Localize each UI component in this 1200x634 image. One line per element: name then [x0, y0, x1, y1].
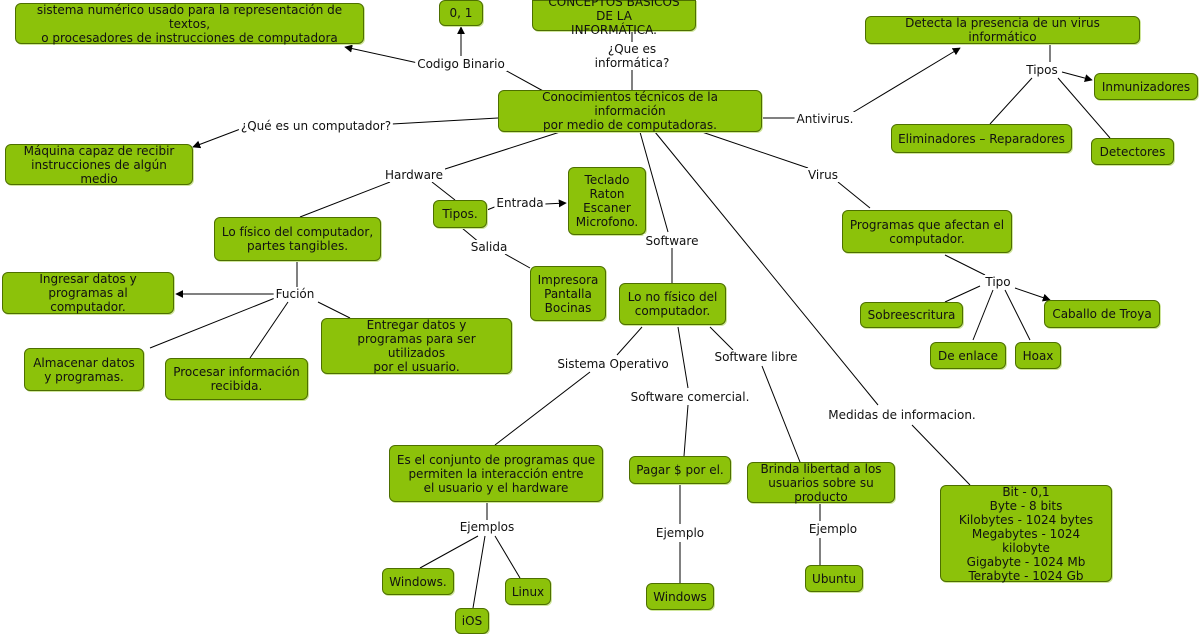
antivirus-immunizers-node: Inmunizadores [1094, 73, 1198, 100]
example-linux-node: Linux [505, 578, 551, 605]
virus-overwrite-node: Sobreescritura [860, 302, 963, 328]
binary-digits-node: 0, 1 [439, 0, 483, 26]
virus-link-node: De enlace [930, 342, 1006, 369]
input-devices-node: Teclado Raton Escaner Microfono. [568, 167, 646, 235]
label-fucion: Fución [273, 287, 317, 301]
label-ejemplo-comercial: Ejemplo [653, 526, 707, 540]
label-tipo-virus: Tipo [983, 275, 1013, 289]
label-tipos-antivirus: Tipos [1024, 63, 1060, 77]
function-input-node: Ingresar datos y programas al computador… [2, 272, 174, 314]
label-sistema-operativo: Sistema Operativo [555, 357, 671, 371]
binary-description-node: sistema numérico usado para la represent… [15, 3, 364, 45]
virus-hoax-node: Hoax [1015, 342, 1061, 369]
label-entrada: Entrada [494, 196, 546, 210]
label-software-comercial: Software comercial. [628, 390, 752, 404]
label-medidas: Medidas de informacion. [826, 408, 978, 422]
free-software-node: Brinda libertad a los usuarios sobre su … [747, 462, 895, 504]
function-output-node: Entregar datos y programas para ser util… [321, 318, 512, 374]
virus-definition-node: Programas que afectan el computador. [842, 210, 1012, 253]
commercial-example-node: Windows [646, 583, 714, 610]
label-salida: Salida [468, 240, 510, 254]
measures-node: Bit - 0,1 Byte - 8 bits Kilobytes - 1024… [940, 485, 1112, 583]
label-antivirus: Antivirus. [794, 112, 856, 126]
title-node: CONCEPTOS BÁSICOS DE LA INFORMÁTICA. [532, 0, 696, 37]
central-node: Conocimientos técnicos de la información… [498, 90, 762, 132]
free-example-node: Ubuntu [805, 565, 863, 592]
antivirus-removers-node: Eliminadores – Reparadores [891, 124, 1072, 153]
antivirus-definition-node: Detecta la presencia de un virus informá… [865, 16, 1140, 44]
label-codigo-binario: Codigo Binario [415, 57, 507, 71]
label-ejemplos: Ejemplos [457, 520, 517, 534]
commercial-software-node: Pagar $ por el. [629, 456, 731, 484]
hardware-types-node: Tipos. [433, 200, 487, 228]
function-process-node: Procesar información recibida. [165, 358, 308, 400]
example-ios-node: iOS [455, 608, 489, 634]
example-windows-node: Windows. [382, 568, 454, 595]
label-software-libre: Software libre [712, 350, 800, 364]
label-software: Software [643, 234, 701, 248]
operating-system-definition-node: Es el conjunto de programas que permiten… [389, 445, 603, 502]
label-que-es-computador: ¿Qué es un computador? [238, 119, 394, 133]
virus-trojan-node: Caballo de Troya [1044, 300, 1160, 328]
software-definition-node: Lo no físico del computador. [619, 283, 726, 325]
computer-definition-node: Máquina capaz de recibir instrucciones d… [5, 144, 193, 186]
label-que-es-informatica: ¿Que es informática? [592, 42, 672, 70]
label-virus: Virus [805, 168, 841, 182]
hardware-definition-node: Lo físico del computador, partes tangibl… [214, 217, 381, 261]
output-devices-node: Impresora Pantalla Bocinas [530, 266, 606, 321]
label-ejemplo-libre: Ejemplo [806, 522, 860, 536]
antivirus-detectors-node: Detectores [1091, 138, 1174, 165]
label-hardware: Hardware [383, 168, 445, 182]
function-store-node: Almacenar datos y programas. [24, 348, 144, 391]
